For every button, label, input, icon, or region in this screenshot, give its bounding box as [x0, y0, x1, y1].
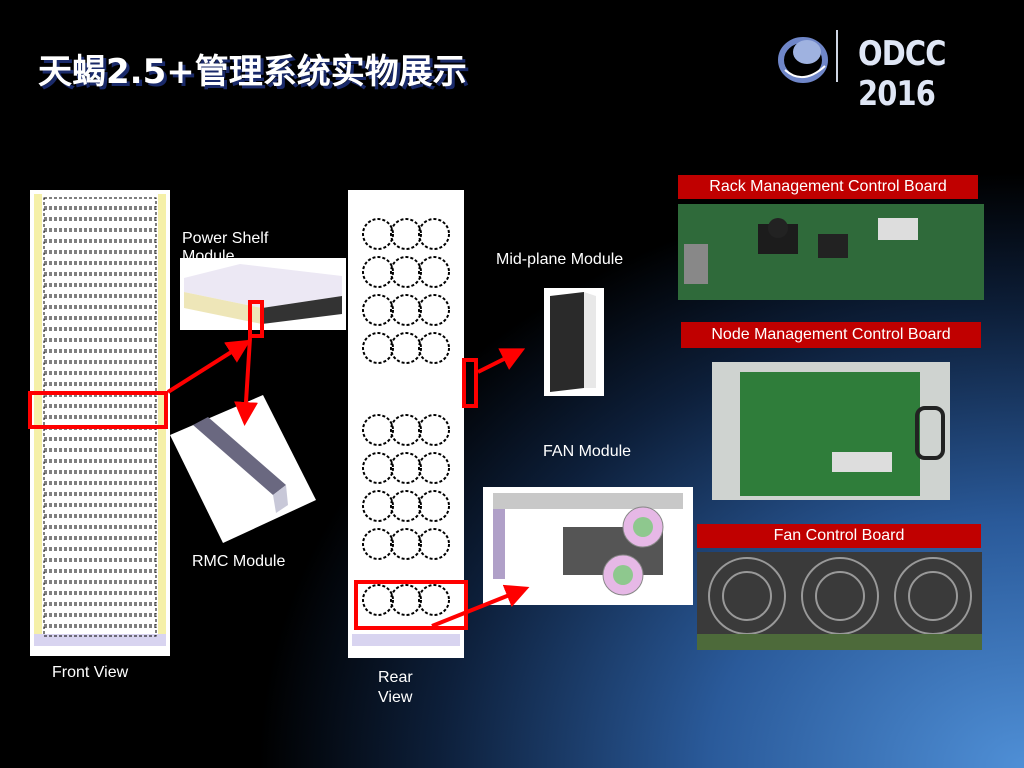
rear-view-label: Rear View — [378, 668, 413, 708]
arrow-to-fan — [431, 584, 530, 628]
fan-circle — [362, 528, 394, 560]
fan-circle — [390, 256, 422, 288]
rack-slot — [43, 406, 157, 417]
rack-slot — [43, 219, 157, 230]
fan-circle — [362, 490, 394, 522]
power-shelf-label-2: Module — [182, 248, 235, 258]
node-board-photo — [712, 362, 950, 500]
rack-slot — [43, 582, 157, 593]
rack-slot — [43, 307, 157, 318]
fan-circle — [390, 584, 422, 616]
rack-slot — [43, 472, 157, 483]
rack-slot — [43, 241, 157, 252]
fan-circle — [362, 218, 394, 250]
fan-module-label: FAN Module — [543, 443, 632, 460]
rack-slot — [43, 351, 157, 362]
rack-slot — [43, 626, 157, 637]
rack-slot — [43, 571, 157, 582]
fan-circle — [362, 584, 394, 616]
fan-circle — [418, 414, 450, 446]
rack-slot — [43, 329, 157, 340]
fan-circle — [390, 218, 422, 250]
fan-circle — [390, 490, 422, 522]
front-rack-drawing — [30, 190, 170, 656]
rack-slot — [43, 263, 157, 274]
rack-slot — [43, 549, 157, 560]
rack-slot — [43, 395, 157, 406]
rmc-module-label: RMC Module — [192, 553, 286, 570]
logo-text: ODCC 2016 — [858, 34, 946, 114]
rack-slot — [43, 604, 157, 615]
front-view-label: Front View — [52, 664, 129, 681]
rack-slot — [43, 340, 157, 351]
rack-slot — [43, 450, 157, 461]
rack-slot — [43, 274, 157, 285]
slide-title: 天蝎2.5+管理系统实物展示 — [38, 52, 467, 92]
midplane-highlight — [462, 358, 478, 408]
fan-circle — [418, 256, 450, 288]
fan-circle — [418, 218, 450, 250]
rack-slot — [43, 505, 157, 516]
power-shelf-label: Power Shelf — [182, 230, 269, 247]
fan-circle — [390, 294, 422, 326]
fan-circle — [390, 414, 422, 446]
rack-slot — [43, 538, 157, 549]
rack-slot — [43, 483, 157, 494]
fan-circle — [418, 584, 450, 616]
odcc-globe-logo-icon — [778, 37, 828, 83]
rear-view-label-1: Rear — [378, 669, 413, 686]
rack-slot — [43, 252, 157, 263]
midplane-label: Mid-plane Module — [496, 251, 624, 268]
rack-slot — [43, 197, 157, 208]
fan-circle — [362, 452, 394, 484]
rack-slot — [43, 615, 157, 626]
logo-divider — [836, 30, 838, 82]
rack-slot — [43, 285, 157, 296]
arrow-to-power-shelf — [166, 339, 251, 394]
rack-slot — [43, 373, 157, 384]
midplane-module-image — [544, 288, 604, 396]
rack-slot — [43, 208, 157, 219]
arrow-to-rmc — [234, 337, 258, 426]
rack-slot — [43, 516, 157, 527]
fan-circle — [362, 414, 394, 446]
fan-circle — [390, 528, 422, 560]
rack-slot — [43, 318, 157, 329]
rack-slot — [43, 461, 157, 472]
fan-circle — [390, 452, 422, 484]
fan-highlight — [354, 580, 468, 630]
rack-slot — [43, 362, 157, 373]
fan-board-photo — [697, 552, 982, 650]
rack-slot — [43, 230, 157, 241]
fan-circle — [362, 332, 394, 364]
fan-circle — [418, 528, 450, 560]
board-label-node: Node Management Control Board — [681, 322, 981, 348]
power-shelf-highlight — [28, 391, 168, 429]
rack-slot — [43, 428, 157, 439]
rmc-module-image — [170, 395, 316, 543]
psu-highlight — [248, 300, 264, 338]
rack-slot — [43, 593, 157, 604]
fan-circle — [418, 294, 450, 326]
fan-circle — [390, 332, 422, 364]
fan-circle — [418, 332, 450, 364]
rear-view-label-2: View — [378, 689, 413, 706]
rack-slot — [43, 494, 157, 505]
board-label-fan: Fan Control Board — [697, 524, 981, 548]
rack-slot — [43, 439, 157, 450]
fan-circle — [362, 294, 394, 326]
rack-board-photo — [678, 204, 984, 300]
rack-slot — [43, 296, 157, 307]
board-label-rack: Rack Management Control Board — [678, 175, 978, 199]
rack-slot — [43, 527, 157, 538]
fan-circle — [418, 452, 450, 484]
rack-slot — [43, 560, 157, 571]
fan-module-image — [483, 487, 693, 605]
arrow-to-midplane — [477, 348, 526, 374]
fan-circle — [418, 490, 450, 522]
fan-circle — [362, 256, 394, 288]
